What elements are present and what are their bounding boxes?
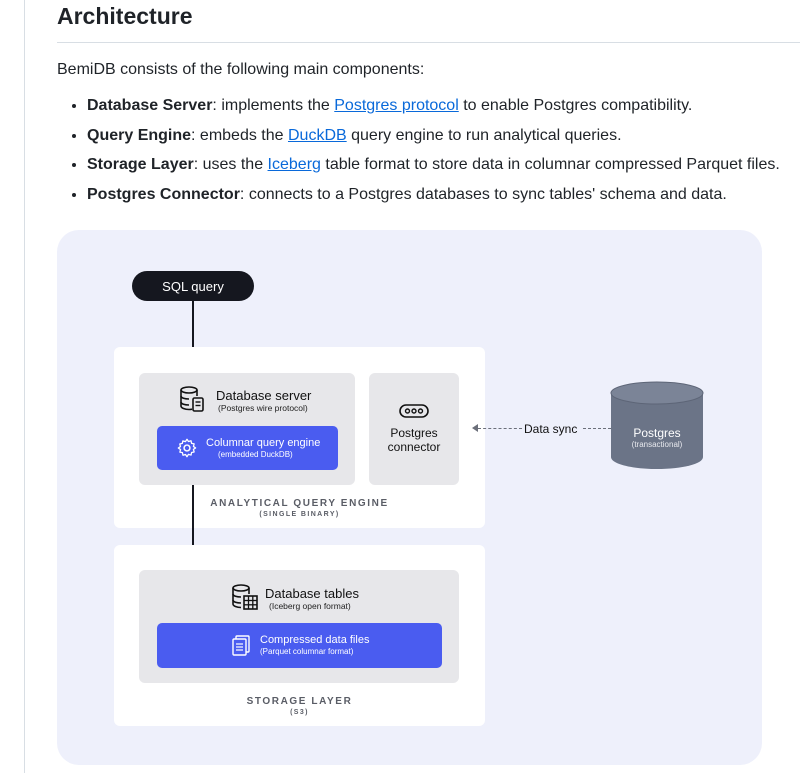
list-item: Database Server: implements the Postgres… bbox=[87, 96, 780, 116]
component-desc: to enable Postgres compatibility. bbox=[458, 97, 693, 114]
connector-label-line2: connector bbox=[387, 440, 441, 454]
component-name: Storage Layer bbox=[87, 156, 194, 173]
sync-dash-left bbox=[478, 428, 522, 429]
component-name: Database Server bbox=[87, 97, 213, 114]
database-server-header bbox=[179, 385, 205, 413]
postgres-title: Postgres bbox=[633, 426, 681, 440]
sync-dash-right bbox=[583, 428, 611, 429]
gear-icon bbox=[177, 438, 197, 458]
list-item: Query Engine: embeds the DuckDB query en… bbox=[87, 126, 780, 146]
query-engine-subtitle: (embedded DuckDB) bbox=[218, 449, 293, 459]
list-item: Storage Layer: uses the Iceberg table fo… bbox=[87, 155, 780, 175]
sql-query-pill: SQL query bbox=[132, 271, 254, 301]
data-files-title: Compressed data files bbox=[260, 634, 370, 646]
list-item: Postgres Connector: connects to a Postgr… bbox=[87, 185, 780, 205]
component-name: Query Engine bbox=[87, 126, 192, 144]
analytical-engine-label: ANALYTICAL QUERY ENGINE bbox=[210, 498, 389, 509]
connector-label: Postgres connector bbox=[369, 426, 459, 454]
postgres-protocol-link[interactable]: Postgres protocol bbox=[334, 97, 459, 114]
storage-layer-label: STORAGE LAYER bbox=[246, 696, 353, 707]
intro-text: BemiDB consists of the following main co… bbox=[57, 61, 425, 78]
data-sync-label: Data sync bbox=[524, 422, 578, 436]
component-desc: query engine to run analytical queries. bbox=[346, 126, 622, 144]
component-list: Database Server: implements the Postgres… bbox=[57, 96, 780, 214]
component-desc: : embeds the bbox=[191, 126, 288, 144]
data-files-card: Compressed data files (Parquet columnar … bbox=[157, 623, 442, 668]
database-server-title: Database server bbox=[216, 388, 312, 403]
iceberg-link[interactable]: Iceberg bbox=[267, 156, 321, 173]
heading-divider bbox=[57, 42, 800, 43]
query-engine-card: Columnar query engine (embedded DuckDB) bbox=[157, 426, 338, 470]
query-engine-title: Columnar query engine bbox=[206, 436, 321, 449]
database-icon bbox=[180, 386, 204, 412]
connector-icon bbox=[399, 404, 429, 418]
database-server-subtitle: (Postgres wire protocol) bbox=[218, 403, 308, 413]
sync-arrow-head bbox=[472, 424, 478, 432]
architecture-diagram: SQL query Database server (Postgres wire… bbox=[57, 230, 762, 765]
component-desc: : uses the bbox=[193, 156, 268, 173]
component-desc: table format to store data in columnar c… bbox=[320, 156, 780, 173]
analytical-engine-sublabel: (SINGLE BINARY) bbox=[259, 511, 340, 518]
connector-label-line1: Postgres bbox=[390, 426, 438, 440]
page-heading: Architecture bbox=[57, 3, 193, 29]
arrow-line bbox=[192, 301, 194, 353]
data-files-subtitle: (Parquet columnar format) bbox=[260, 647, 354, 656]
component-desc: : connects to a Postgres databases to sy… bbox=[239, 185, 727, 203]
postgres-cylinder-icon bbox=[610, 381, 704, 469]
database-tables-subtitle: (Iceberg open format) bbox=[269, 601, 351, 611]
storage-layer-sublabel: (S3) bbox=[290, 709, 309, 716]
postgres-subtitle: (transactional) bbox=[631, 440, 683, 449]
postgres-connector-card bbox=[369, 373, 459, 485]
table-icon bbox=[232, 584, 258, 610]
duckdb-link[interactable]: DuckDB bbox=[287, 126, 347, 144]
arrow-line bbox=[192, 485, 194, 553]
left-border bbox=[24, 0, 25, 773]
database-tables-title: Database tables bbox=[265, 586, 359, 601]
component-name: Postgres Connector bbox=[87, 185, 240, 203]
files-icon bbox=[232, 634, 250, 656]
component-desc: : implements the bbox=[212, 97, 335, 114]
